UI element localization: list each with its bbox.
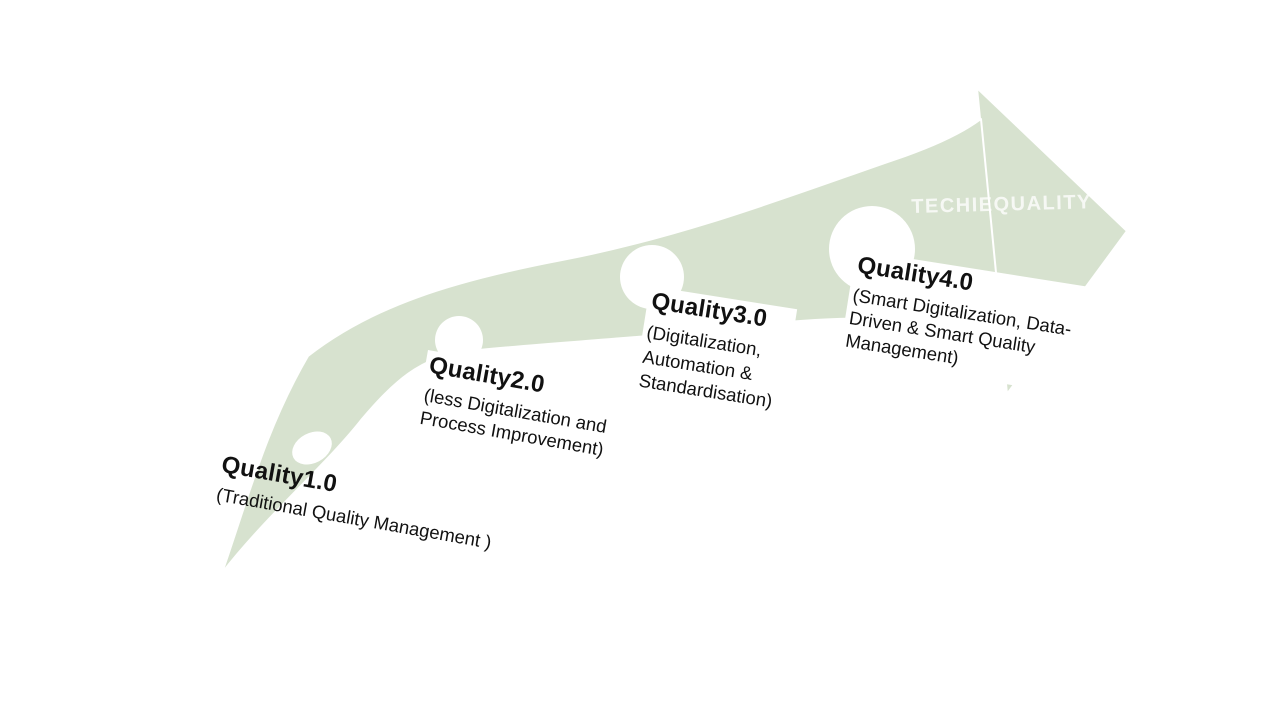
watermark-techiequality: TECHIEQUALITY	[911, 191, 1093, 218]
arrow-hole-1	[292, 431, 332, 465]
arrow-hole-2	[435, 316, 483, 364]
stage-quality3: Quality3.0 (Digitalization, Automation &…	[632, 286, 797, 422]
stage-quality3-desc: (Digitalization, Automation & Standardis…	[637, 321, 782, 414]
arrow-body	[221, 118, 1003, 574]
